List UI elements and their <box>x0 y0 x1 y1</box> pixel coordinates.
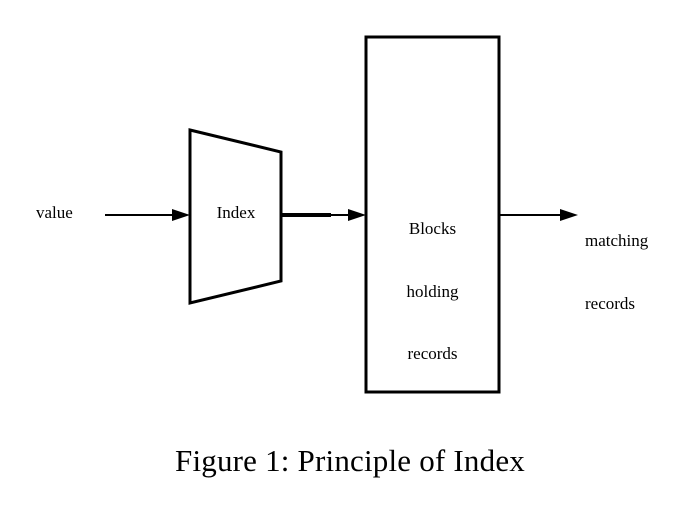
arrow-index-to-blocks <box>281 209 366 221</box>
output-records-label: matching records <box>585 190 695 356</box>
input-value-label: value <box>36 203 73 222</box>
arrow-blocks-to-output <box>499 209 578 221</box>
blocks-node-label-line-1: Blocks <box>408 219 457 239</box>
arrow-value-to-index-head <box>172 209 190 221</box>
index-trapezoid-shape <box>188 128 283 305</box>
output-records-label-line-2: records <box>585 293 636 313</box>
blocks-node-label-line-3: records <box>407 343 458 363</box>
arrow-blocks-to-output-head <box>560 209 578 221</box>
index-node-label: Index <box>216 203 256 222</box>
blocks-node-label-line-2: holding <box>406 281 459 301</box>
blocks-rectangle-shape <box>364 35 501 394</box>
arrow-value-to-index <box>105 209 190 221</box>
figure-caption: Figure 1: Principle of Index <box>175 443 525 478</box>
arrow-index-to-blocks-head <box>348 209 366 221</box>
blocks-node-label: Blocks holding records <box>366 178 499 406</box>
output-records-label-line-1: matching <box>585 231 649 251</box>
